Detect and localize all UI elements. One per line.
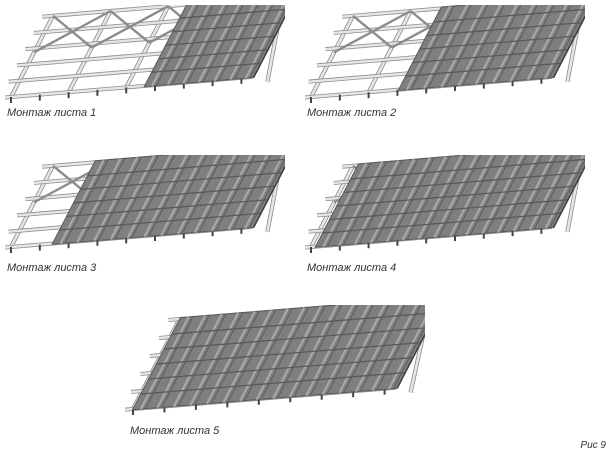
tile-course xyxy=(329,199,569,221)
tile-course xyxy=(419,35,576,50)
rafter-face xyxy=(9,14,55,99)
rafter-face xyxy=(67,9,112,94)
rafter-face xyxy=(309,164,355,249)
tile-course xyxy=(172,21,283,33)
tile-course xyxy=(163,327,425,350)
step-5-caption: Монтаж листа 5 xyxy=(130,425,220,437)
tile-course xyxy=(87,158,285,177)
roof-illustration-1 xyxy=(5,5,285,103)
tile-course xyxy=(165,35,276,46)
tile-course xyxy=(405,62,562,77)
brace xyxy=(109,10,151,44)
tile-course xyxy=(156,341,421,365)
rafter-face xyxy=(309,14,355,99)
roof-illustration-5 xyxy=(125,305,425,415)
tile-course xyxy=(73,185,276,204)
rafter-face xyxy=(367,9,412,94)
step-4-panel: Монтаж листа 4 xyxy=(305,155,585,290)
tile-course xyxy=(140,371,406,395)
step-2-caption: Монтаж листа 2 xyxy=(307,107,397,119)
tile-course xyxy=(158,49,269,60)
sheet-edge xyxy=(552,165,585,228)
tile-course xyxy=(151,62,262,73)
step-2-panel: Монтаж листа 2 xyxy=(305,5,585,140)
tile-course xyxy=(80,171,283,191)
figure-label: Рис 9 xyxy=(580,440,606,451)
roof-illustration-2 xyxy=(305,5,585,103)
tile-course xyxy=(336,185,576,207)
step-5-panel: Монтаж листа 5 xyxy=(125,305,425,440)
step-4-caption: Монтаж листа 4 xyxy=(307,262,397,274)
sheet-edge xyxy=(552,15,585,78)
tile-course xyxy=(148,356,414,380)
back-rafter-face xyxy=(409,320,425,393)
roof-illustration-3 xyxy=(5,155,285,253)
sheet-edge xyxy=(252,15,285,78)
tile-course xyxy=(433,8,585,23)
sheet-edge xyxy=(252,165,285,228)
tile-course xyxy=(426,21,583,37)
tile-course xyxy=(343,171,583,194)
tile-course xyxy=(350,158,585,180)
tile-course xyxy=(171,312,425,335)
rafter-face xyxy=(124,5,170,89)
step-1-caption: Монтаж листа 1 xyxy=(7,107,97,119)
tile-course xyxy=(179,8,285,19)
tile-course xyxy=(322,212,562,234)
sheet-edge xyxy=(396,332,425,389)
brace xyxy=(52,14,93,49)
rafter-face xyxy=(9,164,55,249)
roof-illustration-4 xyxy=(305,155,585,253)
brace xyxy=(352,14,393,49)
tile-course xyxy=(59,212,262,231)
step-3-caption: Монтаж листа 3 xyxy=(7,262,97,274)
tile-course xyxy=(412,49,569,64)
step-1-panel: Монтаж листа 1 xyxy=(5,5,285,140)
tile-course xyxy=(66,199,269,218)
step-3-panel: Монтаж листа 3 xyxy=(5,155,285,290)
metal-tile-sheet xyxy=(143,5,285,88)
